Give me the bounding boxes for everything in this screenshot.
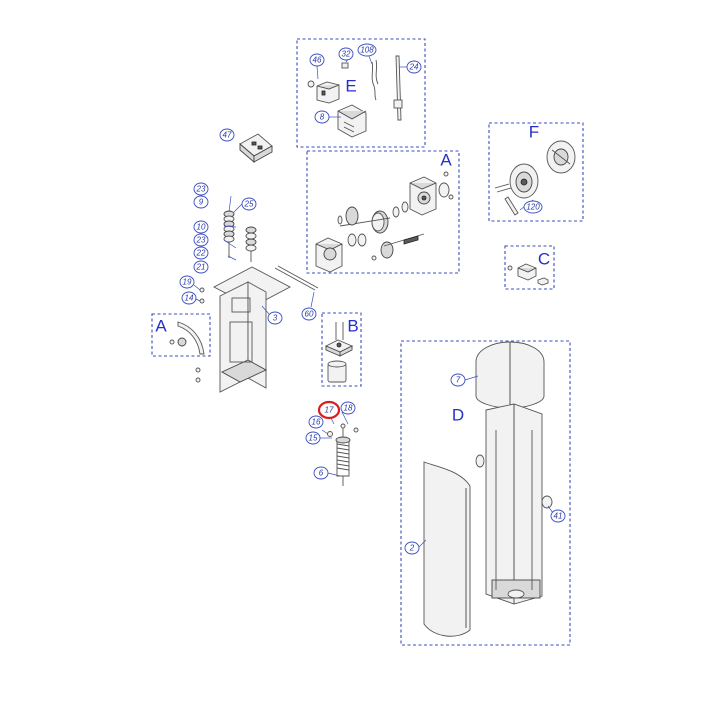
callout-16[interactable]: 16 <box>308 415 324 429</box>
callout-15[interactable]: 15 <box>305 431 321 445</box>
group-label-b: B <box>347 317 358 336</box>
svg-text:23: 23 <box>196 185 206 194</box>
svg-text:2: 2 <box>409 544 415 553</box>
svg-text:47: 47 <box>223 131 232 140</box>
group-label-a-top: A <box>440 151 452 170</box>
svg-text:41: 41 <box>554 512 563 521</box>
group-e-parts <box>307 55 403 138</box>
svg-text:108: 108 <box>360 46 374 55</box>
group-label-f: F <box>529 123 539 142</box>
callout-10[interactable]: 10 <box>193 220 209 234</box>
callout-60[interactable]: 60 <box>301 307 317 321</box>
control-board-part <box>239 133 273 163</box>
callout-23-bottom[interactable]: 23 <box>193 233 209 247</box>
group-c-frame <box>504 245 555 290</box>
callout-6[interactable]: 6 <box>313 466 329 480</box>
callout-32[interactable]: 32 <box>338 47 354 61</box>
spring-stack-parts <box>223 210 257 262</box>
svg-text:120: 120 <box>526 203 540 212</box>
callout-108[interactable]: 108 <box>357 43 377 57</box>
svg-text:8: 8 <box>320 113 325 122</box>
callout-46[interactable]: 46 <box>309 53 325 67</box>
callout-7[interactable]: 7 <box>450 373 466 387</box>
group-b-frame <box>321 312 362 387</box>
svg-text:32: 32 <box>342 50 351 59</box>
svg-text:19: 19 <box>183 278 192 287</box>
svg-text:10: 10 <box>197 223 206 232</box>
balance-spring-part <box>327 423 359 486</box>
group-a-left-parts <box>169 321 205 355</box>
callout-2[interactable]: 2 <box>404 541 420 555</box>
callout-25[interactable]: 25 <box>241 197 257 211</box>
callout-19[interactable]: 19 <box>179 275 195 289</box>
base-plate-part <box>195 265 319 393</box>
callout-23-top[interactable]: 23 <box>193 182 209 196</box>
callout-9[interactable]: 9 <box>193 195 209 209</box>
group-f-parts <box>494 140 576 216</box>
group-label-a-left: A <box>155 317 167 336</box>
svg-text:18: 18 <box>344 404 353 413</box>
svg-text:24: 24 <box>409 63 419 72</box>
svg-text:17: 17 <box>325 406 334 415</box>
group-e-frame <box>296 38 426 148</box>
svg-text:25: 25 <box>244 200 254 209</box>
callout-18[interactable]: 18 <box>340 401 356 415</box>
callout-17-highlighted[interactable]: 17 <box>317 400 341 420</box>
group-f-frame <box>488 122 584 222</box>
svg-text:23: 23 <box>196 236 206 245</box>
svg-text:15: 15 <box>309 434 318 443</box>
svg-text:60: 60 <box>305 310 314 319</box>
callout-21[interactable]: 21 <box>193 260 209 274</box>
group-c-parts <box>507 263 549 286</box>
callout-3[interactable]: 3 <box>267 311 283 325</box>
svg-text:46: 46 <box>313 56 322 65</box>
group-b-parts <box>324 322 354 383</box>
group-a-top-frame <box>306 150 460 274</box>
svg-text:6: 6 <box>319 469 324 478</box>
svg-text:14: 14 <box>185 294 194 303</box>
group-label-c: C <box>538 250 550 269</box>
group-a-left-frame <box>151 313 211 357</box>
group-d-parts <box>423 341 553 637</box>
svg-text:16: 16 <box>312 418 321 427</box>
svg-text:21: 21 <box>196 263 206 272</box>
callout-41[interactable]: 41 <box>550 509 566 523</box>
svg-text:9: 9 <box>199 198 204 207</box>
leader-lines <box>193 53 554 549</box>
callout-8[interactable]: 8 <box>314 110 330 124</box>
callout-24[interactable]: 24 <box>406 60 422 74</box>
callout-47[interactable]: 47 <box>219 128 235 142</box>
callout-14[interactable]: 14 <box>181 291 197 305</box>
group-label-e: E <box>345 77 356 96</box>
group-a-gearbox-parts <box>315 171 454 273</box>
svg-text:22: 22 <box>196 249 206 258</box>
group-label-d: D <box>452 406 464 425</box>
group-d-frame <box>400 340 571 646</box>
svg-text:3: 3 <box>273 314 278 323</box>
callout-120[interactable]: 120 <box>523 200 543 214</box>
callout-22[interactable]: 22 <box>193 246 209 260</box>
svg-text:7: 7 <box>456 376 461 385</box>
